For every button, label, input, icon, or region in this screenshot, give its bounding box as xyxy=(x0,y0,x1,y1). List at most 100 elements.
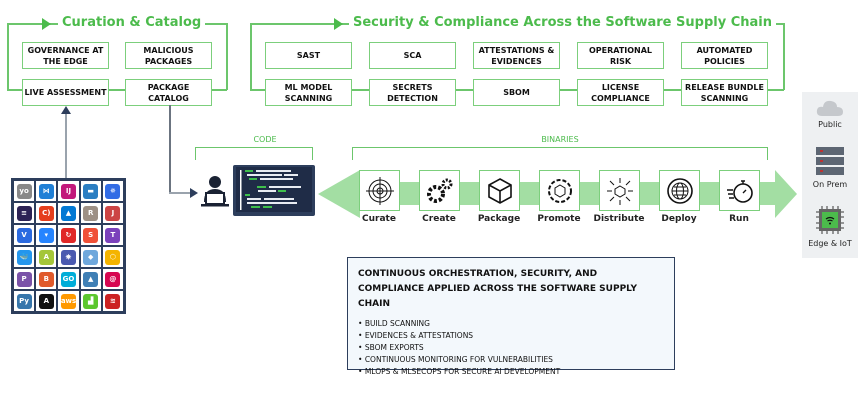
eclipse-icon: ≡ xyxy=(16,205,32,221)
server-icon xyxy=(816,147,844,175)
summary-title: CONTINUOUS ORCHESTRATION, SECURITY, AND … xyxy=(358,269,638,309)
summary-item: CONTINUOUS MONITORING FOR VULNERABILITIE… xyxy=(358,354,664,366)
binaries-label: BINARIES xyxy=(541,135,579,144)
kubernetes-icon: ✵ xyxy=(105,183,121,199)
logo-stairs: ▟ xyxy=(80,291,101,311)
summary-item: EVIDENCES & ATTESTATIONS xyxy=(358,330,664,342)
summary-item: SBOM EXPORTS xyxy=(358,342,664,354)
gears-icon xyxy=(426,178,452,203)
arrow-right-icon xyxy=(190,188,198,198)
stage-label: Promote xyxy=(537,214,581,224)
ansible-icon: A xyxy=(38,293,54,309)
logo-eclipse: ≡ xyxy=(14,203,35,223)
stage-label: Deploy xyxy=(661,214,697,224)
cloud-icon xyxy=(816,100,843,116)
logo-openshift: ↻ xyxy=(58,225,79,245)
logo-conan: C) xyxy=(36,203,57,223)
logo-vscode: ⋈ xyxy=(36,181,57,201)
stage-label: Run xyxy=(729,214,749,224)
logo-python: Py xyxy=(14,291,35,311)
jenkins-icon: J xyxy=(105,205,121,221)
helm-icon: ⎈ xyxy=(60,249,76,265)
openshift-icon: ↻ xyxy=(60,227,76,243)
orchestration-summary-box: CONTINUOUS ORCHESTRATION, SECURITY, AND … xyxy=(347,257,675,376)
target-icon xyxy=(365,176,394,205)
stage-curate xyxy=(359,170,400,211)
stage-label: Create xyxy=(422,214,456,224)
code-editor-icon xyxy=(233,165,315,216)
conan-icon: C) xyxy=(38,205,54,221)
logo-helm: ⎈ xyxy=(58,247,79,267)
globe-icon xyxy=(666,177,693,204)
logo-mountain: ▲ xyxy=(80,269,101,289)
android-icon: A xyxy=(38,249,54,265)
secrets-detection-box: SECRETS DETECTION xyxy=(369,79,456,106)
logo-yocto: yo xyxy=(14,181,35,201)
logo-android: A xyxy=(36,247,57,267)
python-icon: Py xyxy=(16,293,32,309)
logo-swift: S xyxy=(80,225,101,245)
terraform-icon: T xyxy=(105,227,121,243)
live-assessment-box: LIVE ASSESSMENT xyxy=(22,79,109,106)
developer-icon xyxy=(201,176,229,207)
logo-aws: aws xyxy=(58,291,79,311)
azure-icon: ▲ xyxy=(60,205,76,221)
target-label-public: Public xyxy=(818,120,842,129)
sbom-box: SBOM xyxy=(473,79,560,106)
bitbucket-icon: ▾ xyxy=(38,227,54,243)
connector-line xyxy=(65,112,67,178)
logo-rancher: ▬ xyxy=(80,181,101,201)
security-title: Security & Compliance Across the Softwar… xyxy=(349,15,776,30)
logo-gcp: ⬡ xyxy=(102,247,123,267)
logo-kubernetes: ✵ xyxy=(102,181,123,201)
cube-icon: ◆ xyxy=(83,249,99,265)
box-icon xyxy=(487,177,512,204)
attestations-box: ATTESTATIONS & EVIDENCES xyxy=(473,42,560,69)
arrow-right-icon xyxy=(42,18,51,30)
logo-intellij: IJ xyxy=(58,181,79,201)
stage-create xyxy=(419,170,460,211)
code-bracket xyxy=(195,147,313,160)
malicious-packages-box: MALICIOUS PACKAGES xyxy=(125,42,212,69)
logo-azure: ▲ xyxy=(58,203,79,223)
scala-icon: ≋ xyxy=(105,293,121,309)
logo-bitbucket: ▾ xyxy=(36,225,57,245)
stage-label: Distribute xyxy=(593,214,645,224)
stage-label: Curate xyxy=(362,214,396,224)
docker-icon: 🐳 xyxy=(16,249,32,265)
target-label-edge-iot: Edge & IoT xyxy=(808,239,852,248)
connector-line xyxy=(169,105,171,193)
sast-box: SAST xyxy=(265,42,352,69)
stage-package xyxy=(479,170,520,211)
stairs-icon: ▟ xyxy=(83,293,99,309)
code-label: CODE xyxy=(253,135,277,144)
debian-icon: @ xyxy=(105,271,121,287)
rancher-icon: ▬ xyxy=(83,183,99,199)
curation-frame-line xyxy=(7,23,9,90)
governance-box: GOVERNANCE AT THE EDGE xyxy=(22,42,109,69)
pipeline-arrow-left-head xyxy=(318,170,360,218)
summary-list: BUILD SCANNING EVIDENCES & ATTESTATIONS … xyxy=(358,318,664,378)
go-icon: GO xyxy=(60,271,76,287)
gcp-icon: ⬡ xyxy=(105,249,121,265)
intellij-icon: IJ xyxy=(60,183,76,199)
logo-docker: 🐳 xyxy=(14,247,35,267)
logo-debian: @ xyxy=(102,269,123,289)
logo-bird: B xyxy=(36,269,57,289)
logo-chocolatey: P xyxy=(14,269,35,289)
binaries-bracket xyxy=(352,147,768,160)
swift-icon: S xyxy=(83,227,99,243)
stage-distribute xyxy=(599,170,640,211)
curation-frame-line xyxy=(7,89,227,91)
vscode-icon: ⋈ xyxy=(38,183,54,199)
mountain-icon: ▲ xyxy=(83,271,99,287)
security-frame-line xyxy=(250,23,252,90)
chip-icon xyxy=(816,206,844,234)
logo-cube: ◆ xyxy=(80,247,101,267)
curation-frame-line xyxy=(226,23,228,90)
distribute-icon xyxy=(606,177,633,205)
stage-deploy xyxy=(659,170,700,211)
package-catalog-box: PACKAGE CATALOG xyxy=(125,79,212,106)
logo-jenkins: J xyxy=(102,203,123,223)
